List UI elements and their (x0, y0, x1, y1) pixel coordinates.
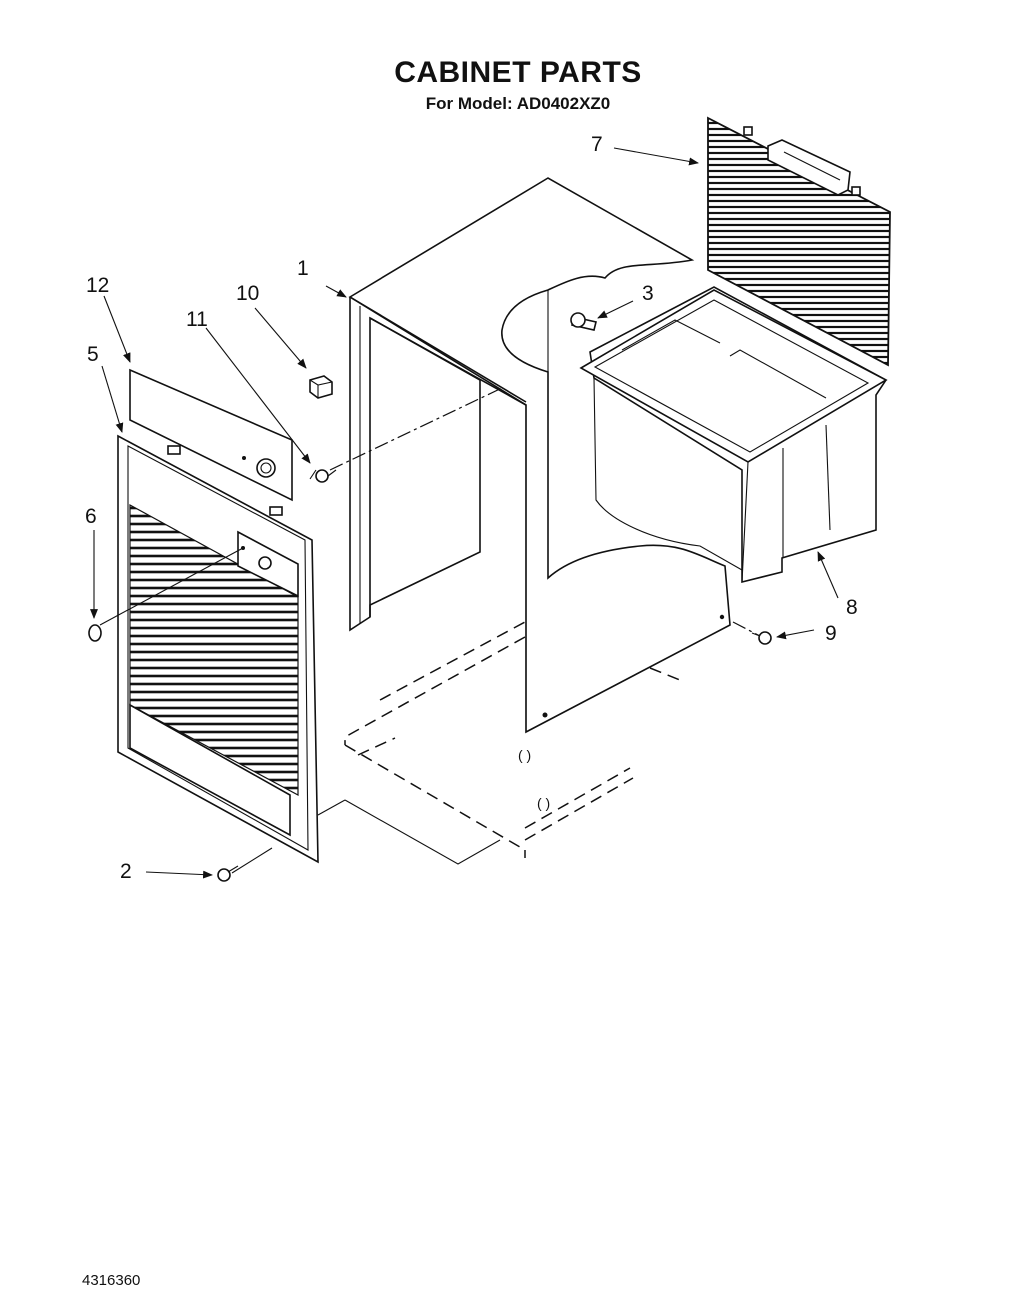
callout-labels: 1 2 3 5 6 7 8 9 10 11 12 (85, 133, 858, 883)
cabinet-wrapper (348, 177, 731, 734)
screw-part-3 (570, 312, 597, 331)
callout-3: 3 (642, 282, 654, 305)
leader-lines (90, 147, 839, 879)
screw-part-2 (217, 865, 239, 882)
callout-5: 5 (87, 343, 99, 366)
control-panel-overlay (129, 368, 293, 502)
callout-9: 9 (825, 622, 837, 645)
base-outline-hidden: ( ) ( ) (317, 621, 634, 865)
screw-part-9 (751, 631, 772, 645)
callout-10: 10 (236, 282, 259, 305)
document-number: 4316360 (82, 1272, 141, 1289)
callout-11: 11 (186, 308, 208, 331)
callout-7: 7 (591, 133, 603, 156)
callout-12: 12 (86, 274, 109, 297)
gasket-part-6 (88, 624, 102, 642)
assembly-lines (99, 386, 761, 874)
knob-part-10 (309, 375, 333, 399)
water-bucket (579, 286, 888, 584)
callout-2: 2 (120, 860, 132, 883)
svg-text:( ): ( ) (537, 795, 550, 811)
svg-text:( ): ( ) (518, 747, 531, 763)
screw-part-11 (309, 469, 337, 483)
grille-lid (707, 116, 891, 367)
callout-8: 8 (846, 596, 858, 619)
front-panel (117, 434, 319, 864)
model-subtitle: For Model: AD0402XZ0 (425, 94, 611, 113)
callout-1: 1 (297, 257, 309, 280)
page-title: CABINET PARTS (394, 56, 642, 89)
callout-6: 6 (85, 505, 97, 528)
